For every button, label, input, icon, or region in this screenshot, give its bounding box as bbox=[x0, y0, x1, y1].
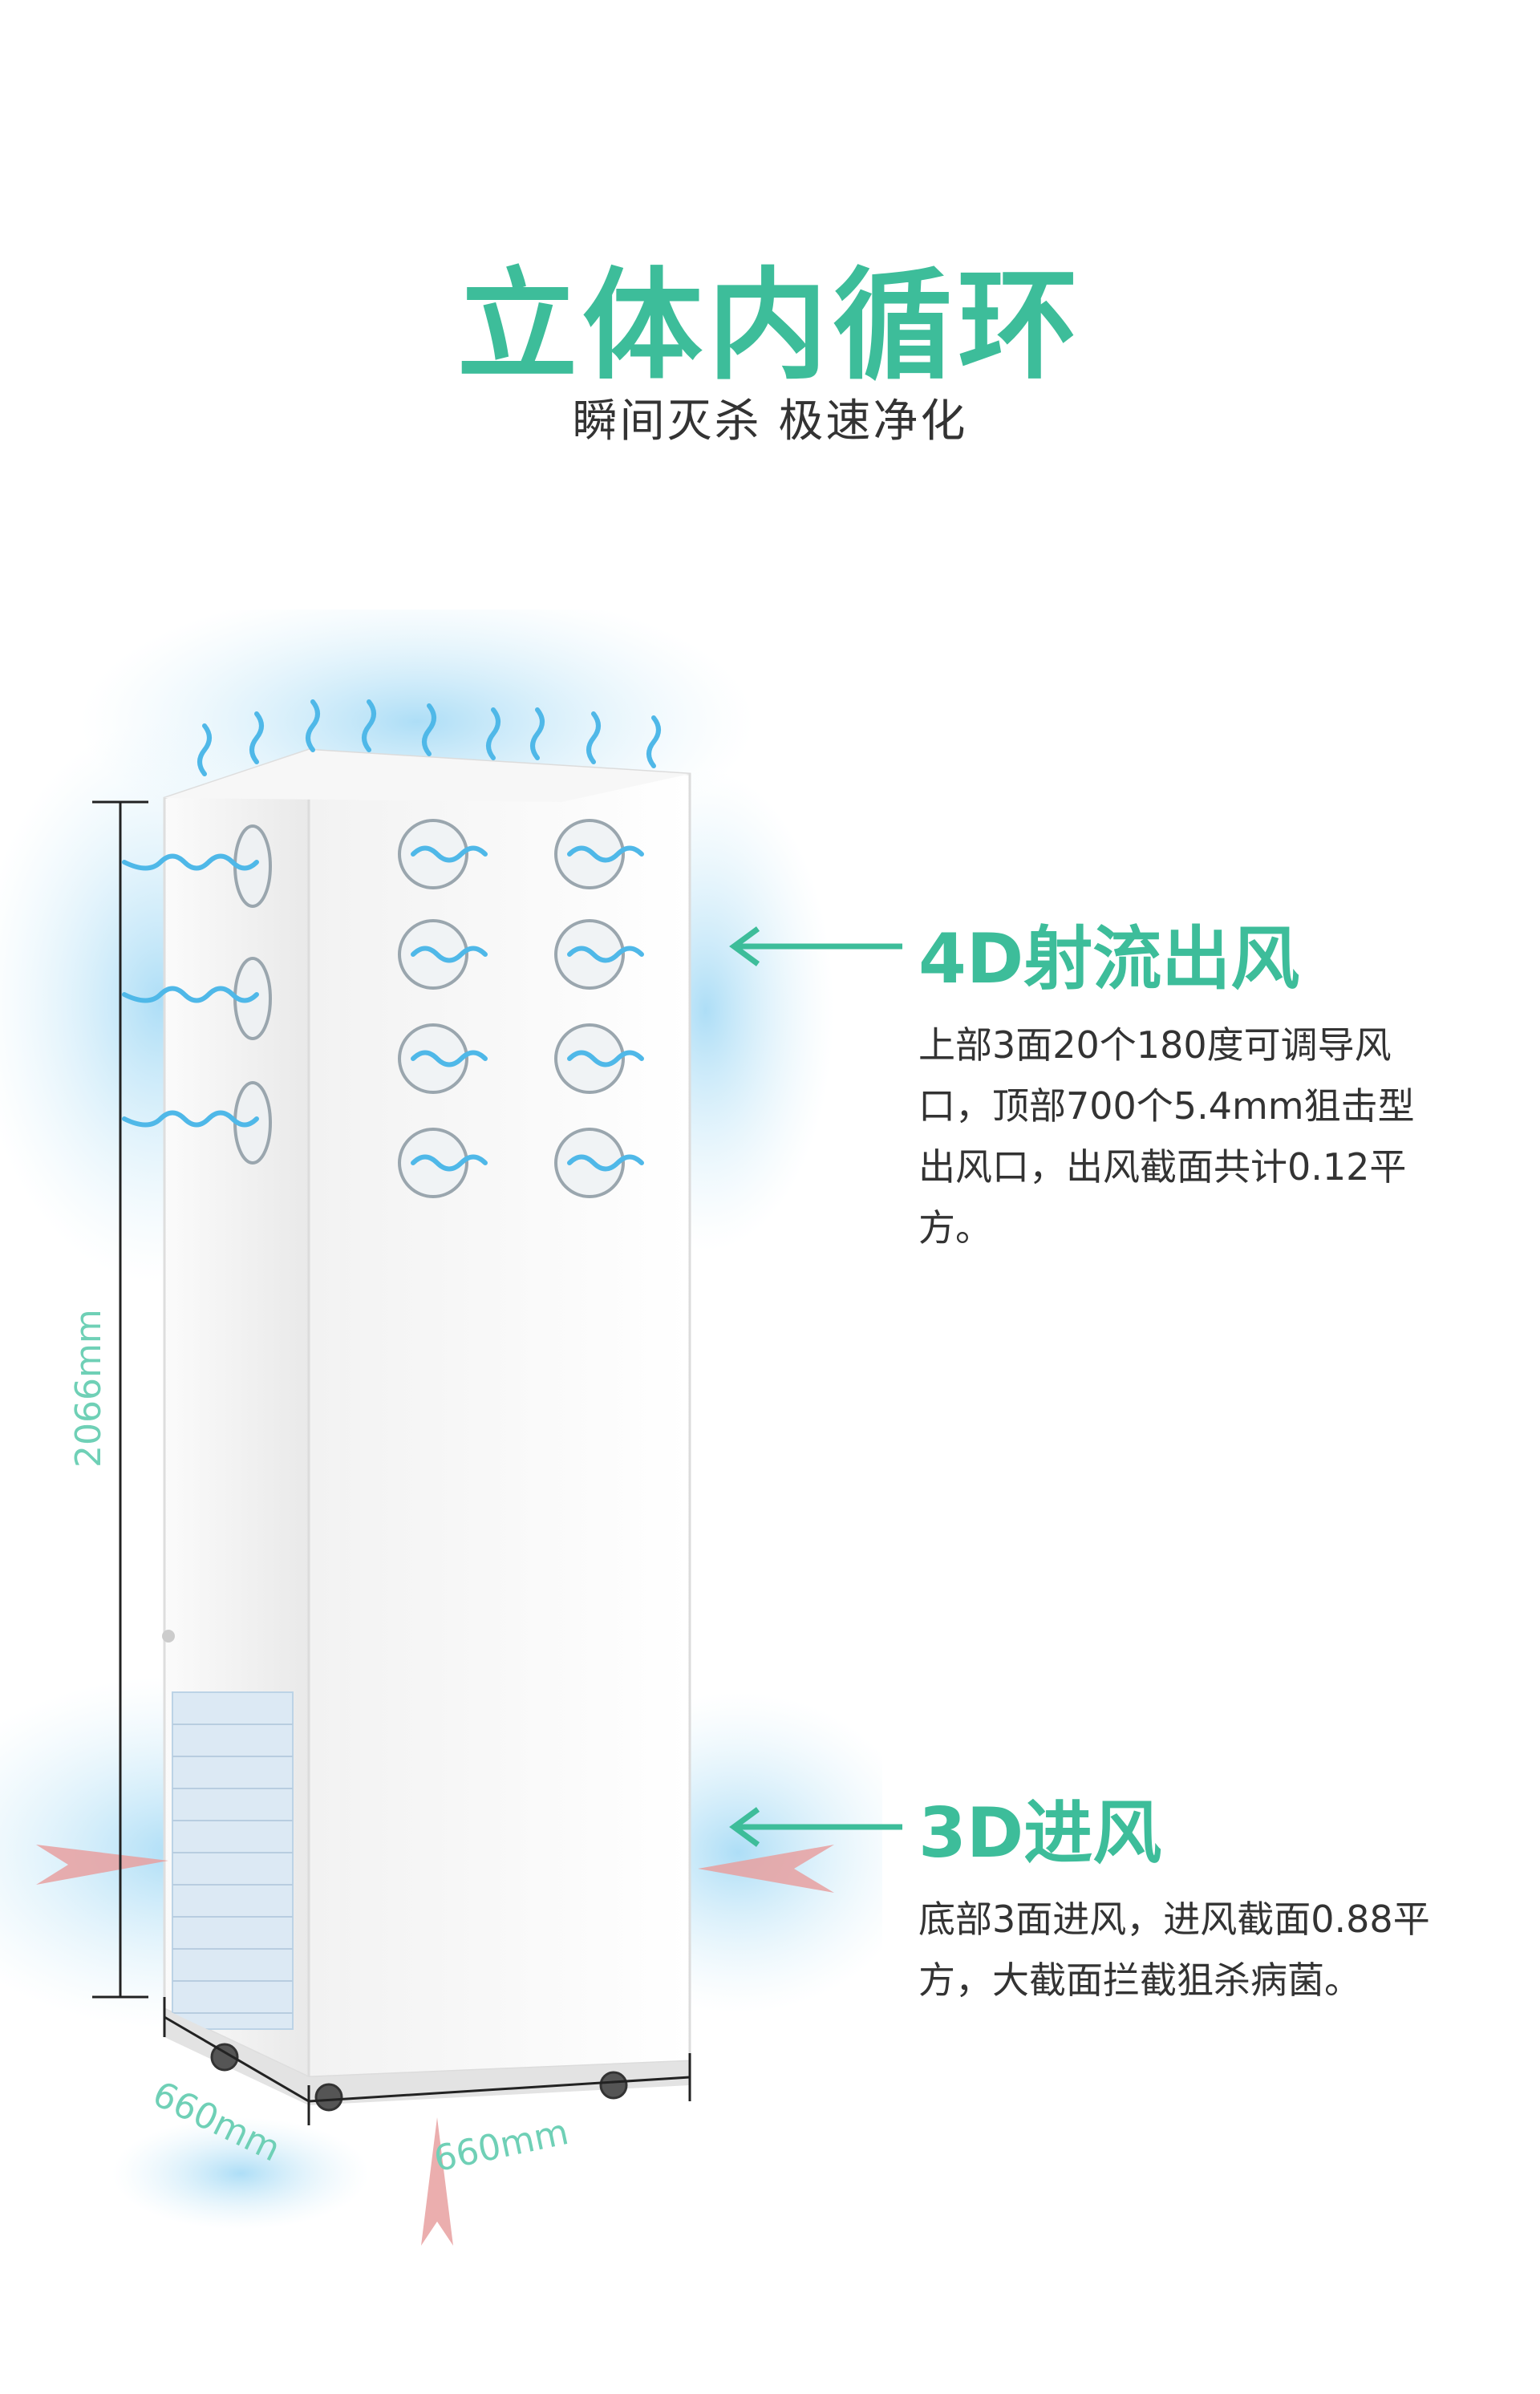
section-desc-intake: 底部3面进风，进风截面0.88平方，大截面拦截狙杀病菌。 bbox=[918, 1898, 1430, 2002]
section-title-outflow: 4D射流出风 bbox=[918, 919, 1300, 999]
section-title-intake: 3D进风 bbox=[918, 1793, 1162, 1873]
left-arrow-icon bbox=[729, 1807, 902, 1847]
air-purifier-illustration bbox=[0, 610, 882, 2246]
page-subtitle: 瞬间灭杀 极速净化 bbox=[572, 395, 968, 448]
page-title: 立体内循环 bbox=[456, 257, 1083, 396]
section-desc-outflow: 上部3面20个180度可调导风口，顶部700个5.4mm狙击型出风口，出风截面共… bbox=[918, 1023, 1415, 1250]
left-arrow-icon bbox=[729, 926, 902, 966]
dimension-height-label: 2066mm bbox=[68, 1309, 109, 1468]
